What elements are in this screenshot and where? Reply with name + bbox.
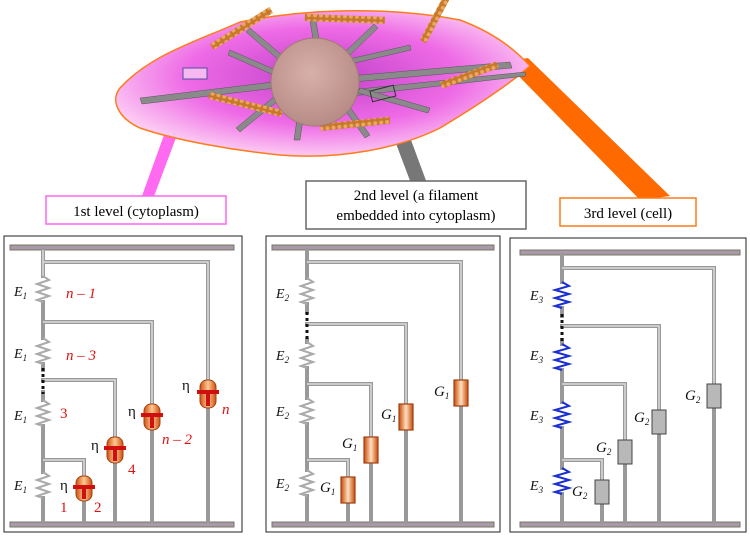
panel1-label-1: 1 (60, 500, 68, 516)
svg-text:G2: G2 (572, 484, 588, 501)
nucleus (270, 37, 360, 127)
panel1-e-label: E1 (13, 285, 27, 301)
panel1-label-n-minus-3: n – 3 (66, 348, 96, 364)
panel1-label-3: 3 (60, 406, 68, 422)
panel1-label-n-minus-2: n – 2 (162, 432, 193, 448)
panel1-eta-label: η (128, 404, 136, 420)
svg-text:E3: E3 (529, 479, 544, 495)
level1-label: 1st level (cytoplasm) (73, 204, 199, 220)
actin-fibers (208, 0, 499, 131)
panel2-top-plate (271, 244, 495, 251)
svg-text:E3: E3 (529, 409, 544, 425)
svg-text:E3: E3 (529, 289, 544, 305)
svg-text:G2: G2 (685, 388, 701, 405)
panel-level3: E3 E3 E3 E3 G2 G2 G2 G2 (509, 237, 747, 533)
panel2-dashpots (340, 379, 469, 504)
panel1-spring-3 (33, 399, 53, 427)
level1-selection-box (182, 67, 208, 80)
svg-text:G2: G2 (596, 440, 612, 457)
level2-label-line2: embedded into cytoplasm) (336, 208, 495, 224)
panel-level2: E2 E2 E2 E2 G1 G1 G1 G1 (265, 235, 501, 533)
svg-text:G1: G1 (381, 407, 396, 424)
panel1-label-n-minus-1: n – 1 (66, 286, 96, 302)
panel3-dashpots (594, 383, 722, 505)
level2-selection-box (369, 84, 397, 103)
level3-label-box: 3rd level (cell) (559, 197, 697, 227)
panel1-spring-n3 (33, 337, 53, 365)
panel1-eta-label: η (91, 438, 99, 454)
stress-fibers (139, 14, 527, 141)
panel1-label-2: 2 (94, 500, 102, 516)
panel1-eta-label: η (60, 478, 68, 494)
svg-text:G1: G1 (434, 384, 449, 401)
level2-label-line1: 2nd level (a filament (354, 188, 479, 204)
cell-illustration (115, 0, 532, 157)
panel1-e-label: E1 (13, 479, 27, 495)
level1-label-box: 1st level (cytoplasm) (45, 195, 227, 225)
svg-text:E2: E2 (275, 405, 290, 421)
panel2-bottom-plate (271, 521, 495, 528)
panel-level1: E1 E1 E1 E1 n – 1 n – 3 3 1 2 4 n – 2 n … (3, 235, 243, 533)
panel1-label-n: n (222, 402, 230, 418)
panel3-top-plate (519, 249, 741, 256)
panel1-dashpots (73, 379, 219, 502)
panel1-e-label: E1 (13, 409, 27, 425)
panel3-bottom-plate (519, 521, 741, 528)
level3-label: 3rd level (cell) (584, 206, 672, 222)
svg-text:G1: G1 (320, 480, 335, 497)
level2-label-box: 2nd level (a filament embedded into cyto… (305, 180, 527, 230)
level3-projection-beam (505, 58, 670, 200)
svg-text:G1: G1 (342, 436, 357, 453)
panel1-e-label: E1 (13, 347, 27, 363)
svg-text:E2: E2 (275, 287, 290, 303)
panel1-eta-label: η (182, 378, 190, 394)
panel3-springs (551, 281, 573, 495)
svg-text:E2: E2 (275, 477, 290, 493)
svg-text:E3: E3 (529, 349, 544, 365)
panel1-springs (33, 275, 53, 499)
panel1-top-plate (9, 244, 235, 251)
panel2-springs (297, 277, 317, 497)
panel1-spring-n1 (33, 275, 53, 303)
panel1-bottom-plate (9, 521, 235, 528)
panel1-spring-1 (33, 471, 53, 499)
svg-text:E2: E2 (275, 349, 290, 365)
svg-text:G2: G2 (634, 410, 650, 427)
panel1-label-4: 4 (128, 462, 136, 478)
